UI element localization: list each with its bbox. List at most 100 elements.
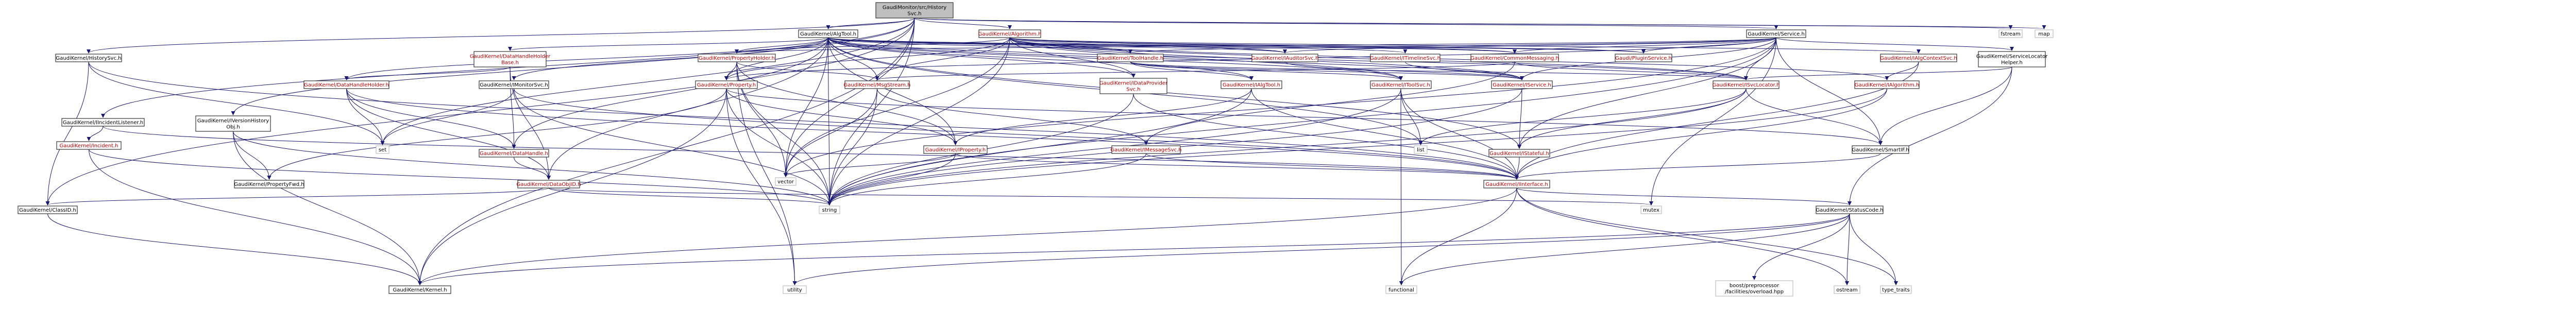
edges-layer bbox=[45, 18, 2045, 285]
node-box-dhbase bbox=[473, 51, 547, 67]
node-box-functional bbox=[1385, 285, 1417, 294]
node-msgstream[interactable]: GaudiKernel/MsgStream.h bbox=[843, 80, 911, 89]
node-commonmessaging[interactable]: GaudiKernel/CommonMessaging.h bbox=[1470, 54, 1559, 62]
node-box-dataobjid bbox=[517, 180, 580, 188]
node-dataobjid[interactable]: GaudiKernel/DataObjID.h bbox=[516, 180, 581, 188]
edge-service_h-to-vector bbox=[784, 37, 1776, 177]
node-box-iinterface bbox=[1483, 180, 1550, 188]
node-iincidentlistener[interactable]: GaudiKernel/IIncidentListener.h bbox=[61, 118, 145, 127]
edge-algtool-to-ialgtool bbox=[828, 37, 1253, 80]
node-iutilctxsvc[interactable]: GaudiKernel/IAlgContextSvc.h bbox=[1880, 54, 1957, 62]
edge-iproperty-to-vector bbox=[784, 153, 956, 177]
node-itoolsvc[interactable]: GaudiKernel/IToolSvc.h bbox=[1370, 80, 1432, 89]
node-algorithm_h[interactable]: GaudiKernel/Algorithm.h bbox=[978, 29, 1042, 38]
edge-propertyholder-to-property bbox=[724, 61, 737, 80]
edge-algorithm_h-to-propertyholder bbox=[735, 37, 1010, 54]
node-box-vector bbox=[775, 177, 796, 186]
node-box-mutex bbox=[1640, 205, 1662, 214]
node-iproperty[interactable]: GaudiKernel/IProperty.h bbox=[923, 145, 988, 154]
node-label-ialgorithm: GaudiKernel/IAlgorithm.h bbox=[1855, 82, 1920, 88]
edge-propertyholder-to-utility bbox=[736, 61, 797, 285]
edge-msgstream-to-string bbox=[827, 88, 877, 205]
edge-idataprovidersvc-to-iinterface bbox=[1133, 93, 1519, 180]
node-box-pluginservice bbox=[1615, 54, 1672, 62]
node-box-boostpp bbox=[1715, 280, 1793, 297]
node-propertyholder[interactable]: GaudiKernel/PropertyHolder.h bbox=[698, 54, 776, 62]
node-imonitorsvc[interactable]: GaudiKernel/IMonitorSvc.h bbox=[479, 80, 549, 89]
node-functional: functional bbox=[1385, 285, 1417, 294]
node-historysvc[interactable]: GaudiKernel/HistorySvc.h bbox=[55, 54, 122, 62]
node-label-list: list bbox=[1417, 147, 1425, 153]
node-label-itoolsvc: GaudiKernel/IToolSvc.h bbox=[1371, 82, 1430, 88]
node-kernel[interactable]: GaudiKernel/Kernel.h bbox=[388, 285, 451, 294]
edge-root-to-algorithm_h bbox=[914, 18, 1012, 29]
node-iauditorsvc[interactable]: GaudiKernel/IAuditorSvc.h bbox=[1251, 54, 1319, 62]
node-smartif[interactable]: GaudiKernel/SmartIF.h bbox=[1852, 145, 1909, 154]
node-istateful[interactable]: GaudiKernel/IStateful.h bbox=[1488, 149, 1550, 158]
node-set: set bbox=[376, 145, 389, 154]
edge-root-to-algtool bbox=[826, 18, 915, 29]
node-itimelinesvc[interactable]: GaudiKernel/ITimelineSvc.h bbox=[1370, 54, 1440, 62]
node-pluginservice[interactable]: Gaudi/PluginService.h bbox=[1615, 54, 1672, 62]
node-ialgorithm[interactable]: GaudiKernel/IAlgorithm.h bbox=[1854, 80, 1920, 89]
edge-root-to-string bbox=[827, 18, 915, 205]
edge-dhbase-to-datahandle bbox=[510, 66, 516, 149]
node-classid[interactable]: GaudiKernel/ClassID.h bbox=[18, 205, 78, 214]
node-label-set: set bbox=[379, 147, 386, 153]
edge-service_h-to-iauditorsvc bbox=[1283, 37, 1776, 54]
node-box-isvclocator bbox=[1713, 80, 1780, 89]
node-box-idataprovidersvc bbox=[1099, 78, 1167, 94]
node-iinterface[interactable]: GaudiKernel/IInterface.h bbox=[1483, 180, 1550, 188]
node-label-datahandle: GaudiKernel/DataHandle.h bbox=[480, 151, 548, 157]
node-service_h[interactable]: GaudiKernel/Service.h bbox=[1746, 29, 1806, 38]
edge-service_h-to-toolhandle bbox=[1128, 37, 1776, 54]
node-isvclocator[interactable]: GaudiKernel/ISvcLocator.h bbox=[1713, 80, 1780, 89]
node-box-incident bbox=[56, 141, 122, 150]
edge-incident-to-kernel bbox=[89, 149, 422, 285]
node-iservice[interactable]: GaudiKernel/IService.h bbox=[1491, 80, 1553, 89]
node-label-iincidentlistener: GaudiKernel/IIncidentListener.h bbox=[63, 120, 143, 126]
edge-root-to-kernel bbox=[418, 18, 915, 285]
edge-root-to-map bbox=[914, 18, 2045, 29]
edge-algtool-to-iauditorsvc bbox=[828, 37, 1287, 54]
node-fstream: fstream bbox=[1998, 29, 2023, 38]
node-list: list bbox=[1414, 145, 1428, 154]
node-algtool[interactable]: GaudiKernel/AlgTool.h bbox=[798, 29, 858, 38]
edge-root-to-fstream bbox=[914, 18, 2012, 29]
node-label-functional: functional bbox=[1388, 287, 1414, 293]
node-dahandleholder[interactable]: GaudiKernel/DataHandleHolder.h bbox=[303, 80, 389, 89]
edge-msgstream-to-vector bbox=[784, 88, 877, 177]
node-label-kernel: GaudiKernel/Kernel.h bbox=[393, 287, 447, 293]
edge-itoolsvc-to-iinterface bbox=[1400, 88, 1519, 180]
node-ialgtool[interactable]: GaudiKernel/IAlgTool.h bbox=[1221, 80, 1282, 89]
node-label-istateful: GaudiKernel/IStateful.h bbox=[1489, 151, 1549, 157]
edge-smartif-to-iinterface bbox=[1515, 153, 1881, 180]
edge-toolhandle-to-isvclocator bbox=[1130, 61, 1748, 80]
edge-svclocatorhelper-to-smartif bbox=[1878, 66, 2012, 145]
node-label-msgstream: GaudiKernel/MsgStream.h bbox=[843, 82, 910, 88]
node-imessagesvc[interactable]: GaudiKernel/IMessageSvc.h bbox=[1110, 145, 1182, 154]
edge-algorithm_h-to-msgstream bbox=[875, 37, 1010, 80]
node-statuscode[interactable]: GaudiKernel/StatusCode.h bbox=[1816, 205, 1884, 214]
node-datahandle[interactable]: GaudiKernel/DataHandle.h bbox=[479, 149, 549, 158]
edge-algtool-to-dhbase bbox=[508, 37, 828, 51]
node-toolhandle[interactable]: GaudiKernel/ToolHandle.h bbox=[1097, 54, 1164, 62]
edge-service_h-to-istateful bbox=[1517, 37, 1776, 149]
node-propertyfwd[interactable]: GaudiKernel/PropertyFwd.h bbox=[234, 180, 304, 188]
node-property[interactable]: GaudiKernel/Property.h bbox=[695, 80, 758, 89]
edge-iservice-to-istateful bbox=[1517, 88, 1522, 149]
node-label-propertyholder: GaudiKernel/PropertyHolder.h bbox=[699, 56, 775, 61]
edge-propertyholder-to-iproperty bbox=[736, 61, 958, 145]
node-label-dataobjid: GaudiKernel/DataObjID.h bbox=[516, 182, 581, 187]
node-box-smartif bbox=[1852, 145, 1909, 154]
edge-property-to-smartif bbox=[726, 88, 1883, 145]
node-mutex: mutex bbox=[1640, 205, 1662, 214]
node-incident[interactable]: GaudiKernel/Incident.h bbox=[56, 141, 122, 150]
edge-toolhandle-to-itoolsvc bbox=[1130, 61, 1403, 80]
edge-msgstream-to-imessagesvc bbox=[877, 88, 1148, 145]
